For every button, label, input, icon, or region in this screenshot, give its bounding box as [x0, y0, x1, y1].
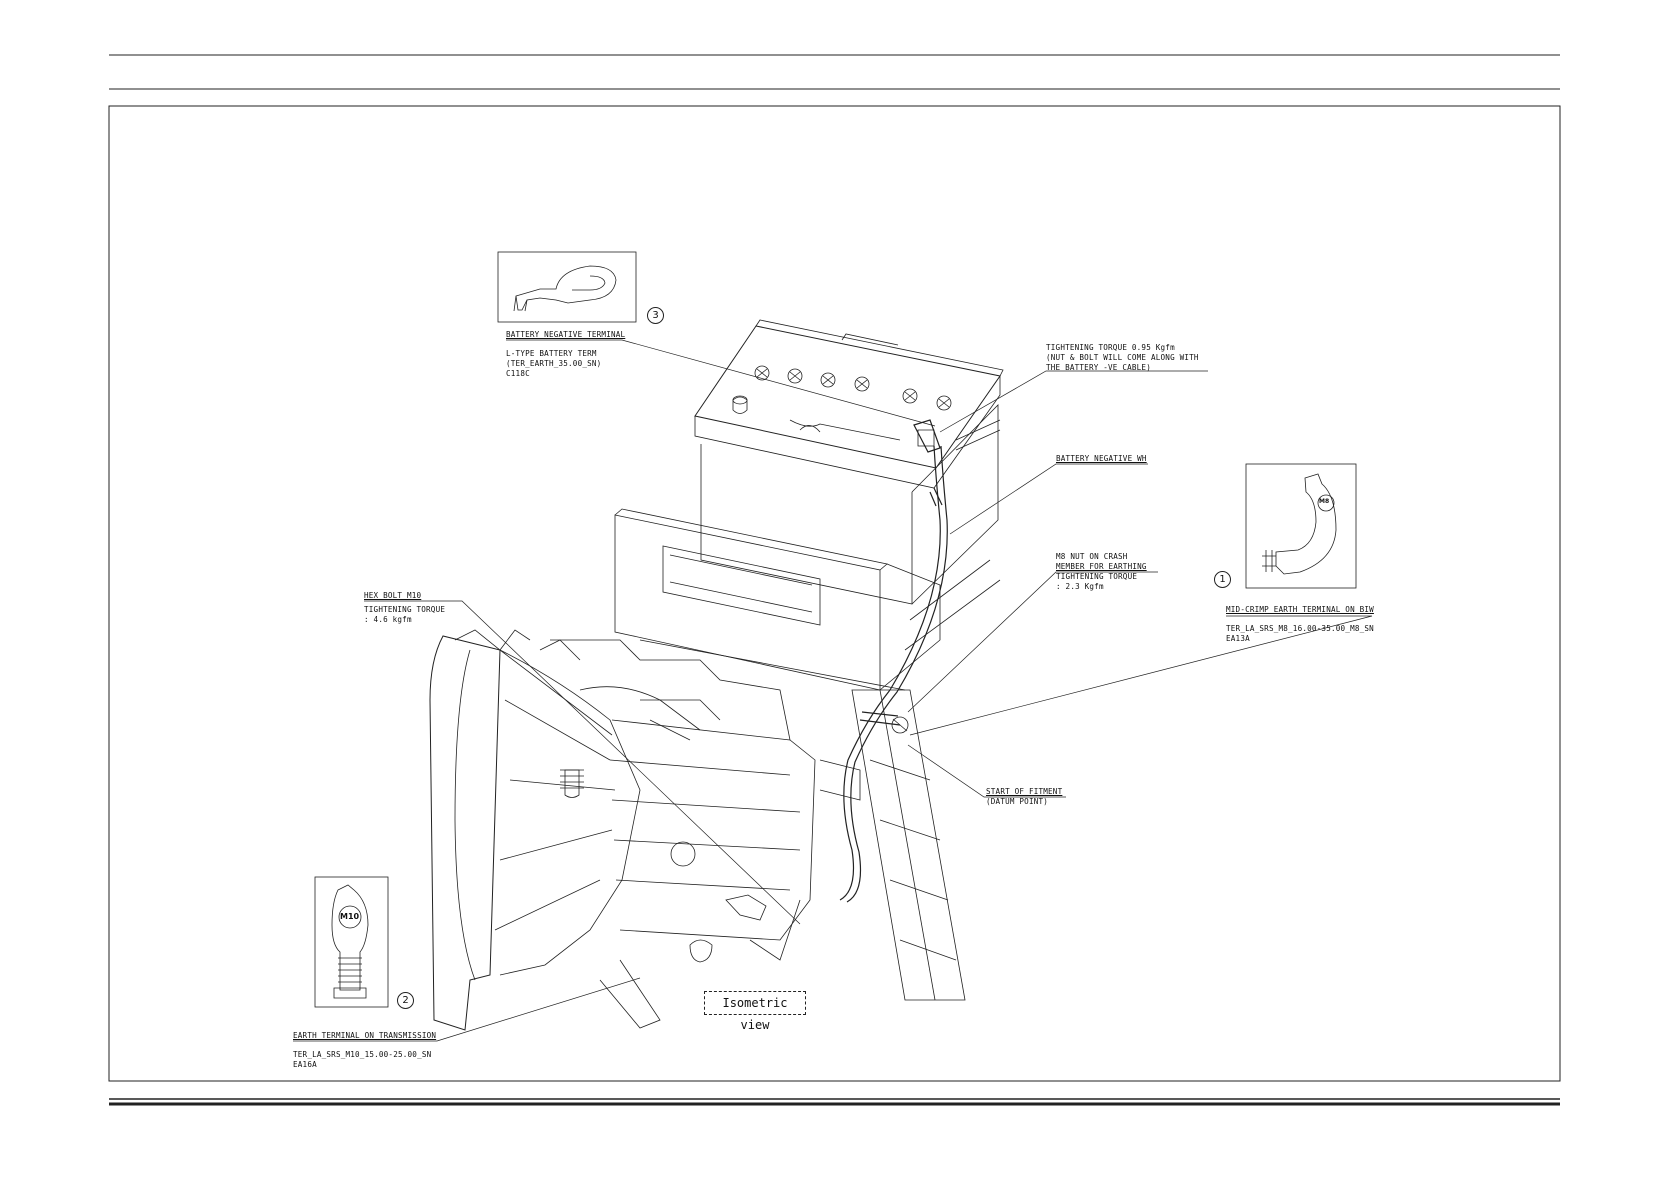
inset-mid-crimp-terminal: [1245, 463, 1357, 589]
label-earth-terminal-part: TER_LA_SRS_M10_15.00-25.00_SN: [293, 1050, 432, 1059]
battery: [694, 319, 1004, 605]
label-battery-negative-terminal: BATTERY NEGATIVE TERMINAL: [506, 330, 626, 339]
callout-number-1: 1: [1214, 571, 1231, 588]
label-hex-bolt-torque-value: : 4.6 kgfm: [364, 615, 412, 624]
label-hex-bolt: HEX BOLT M10: [364, 591, 422, 600]
callout-number-2: 2: [397, 992, 414, 1009]
sheet-frame: [108, 54, 1561, 1106]
label-l-type-code: C118C: [506, 369, 530, 378]
label-m8-nut: M8 NUT ON CRASH: [1056, 552, 1128, 561]
label-m8-torque-value: : 2.3 Kgfm: [1056, 582, 1104, 591]
label-m8-torque: TIGHTENING TORQUE: [1056, 572, 1138, 581]
label-l-type-part: (TER_EARTH_35.00_SN): [506, 359, 602, 368]
isometric-view-tag: Isometric view: [704, 991, 806, 1032]
inset-m10-mark: M10: [340, 912, 360, 921]
leader-lines: [293, 339, 1373, 1042]
inset-battery-terminal: [497, 251, 637, 323]
label-battery-negative-wh: BATTERY NEGATIVE WH: [1056, 454, 1147, 463]
label-torque-095-note2: THE BATTERY -VE CABLE): [1046, 363, 1151, 372]
label-m8-member: MEMBER FOR EARTHING: [1056, 562, 1147, 571]
battery-tray: [614, 508, 1001, 691]
label-mid-crimp-code: EA13A: [1226, 634, 1250, 643]
label-mid-crimp-part: TER_LA_SRS_M8_16.00-35.00_M8_SN: [1226, 624, 1374, 633]
transmission: [429, 629, 861, 1031]
label-earth-terminal-transmission: EARTH TERMINAL ON TRANSMISSION: [293, 1031, 437, 1040]
label-mid-crimp: MID-CRIMP EARTH TERMINAL ON BIW: [1226, 605, 1374, 614]
label-l-type-term: L-TYPE BATTERY TERM: [506, 349, 597, 358]
label-hex-bolt-torque: TIGHTENING TORQUE: [364, 605, 446, 614]
label-earth-terminal-code: EA16A: [293, 1060, 317, 1069]
earth-cable: [839, 419, 948, 903]
label-torque-095: TIGHTENING TORQUE 0.95 Kgfm: [1046, 343, 1175, 352]
label-torque-095-note: (NUT & BOLT WILL COME ALONG WITH: [1046, 353, 1199, 362]
callout-number-3: 3: [647, 307, 664, 324]
label-datum-point: (DATUM POINT): [986, 797, 1049, 806]
inset-m8-mark: M8: [1319, 498, 1330, 505]
label-start-of-fitment: START OF FITMENT: [986, 787, 1063, 796]
inset-m10-terminal: [314, 876, 389, 1008]
crash-member: [851, 689, 966, 1001]
